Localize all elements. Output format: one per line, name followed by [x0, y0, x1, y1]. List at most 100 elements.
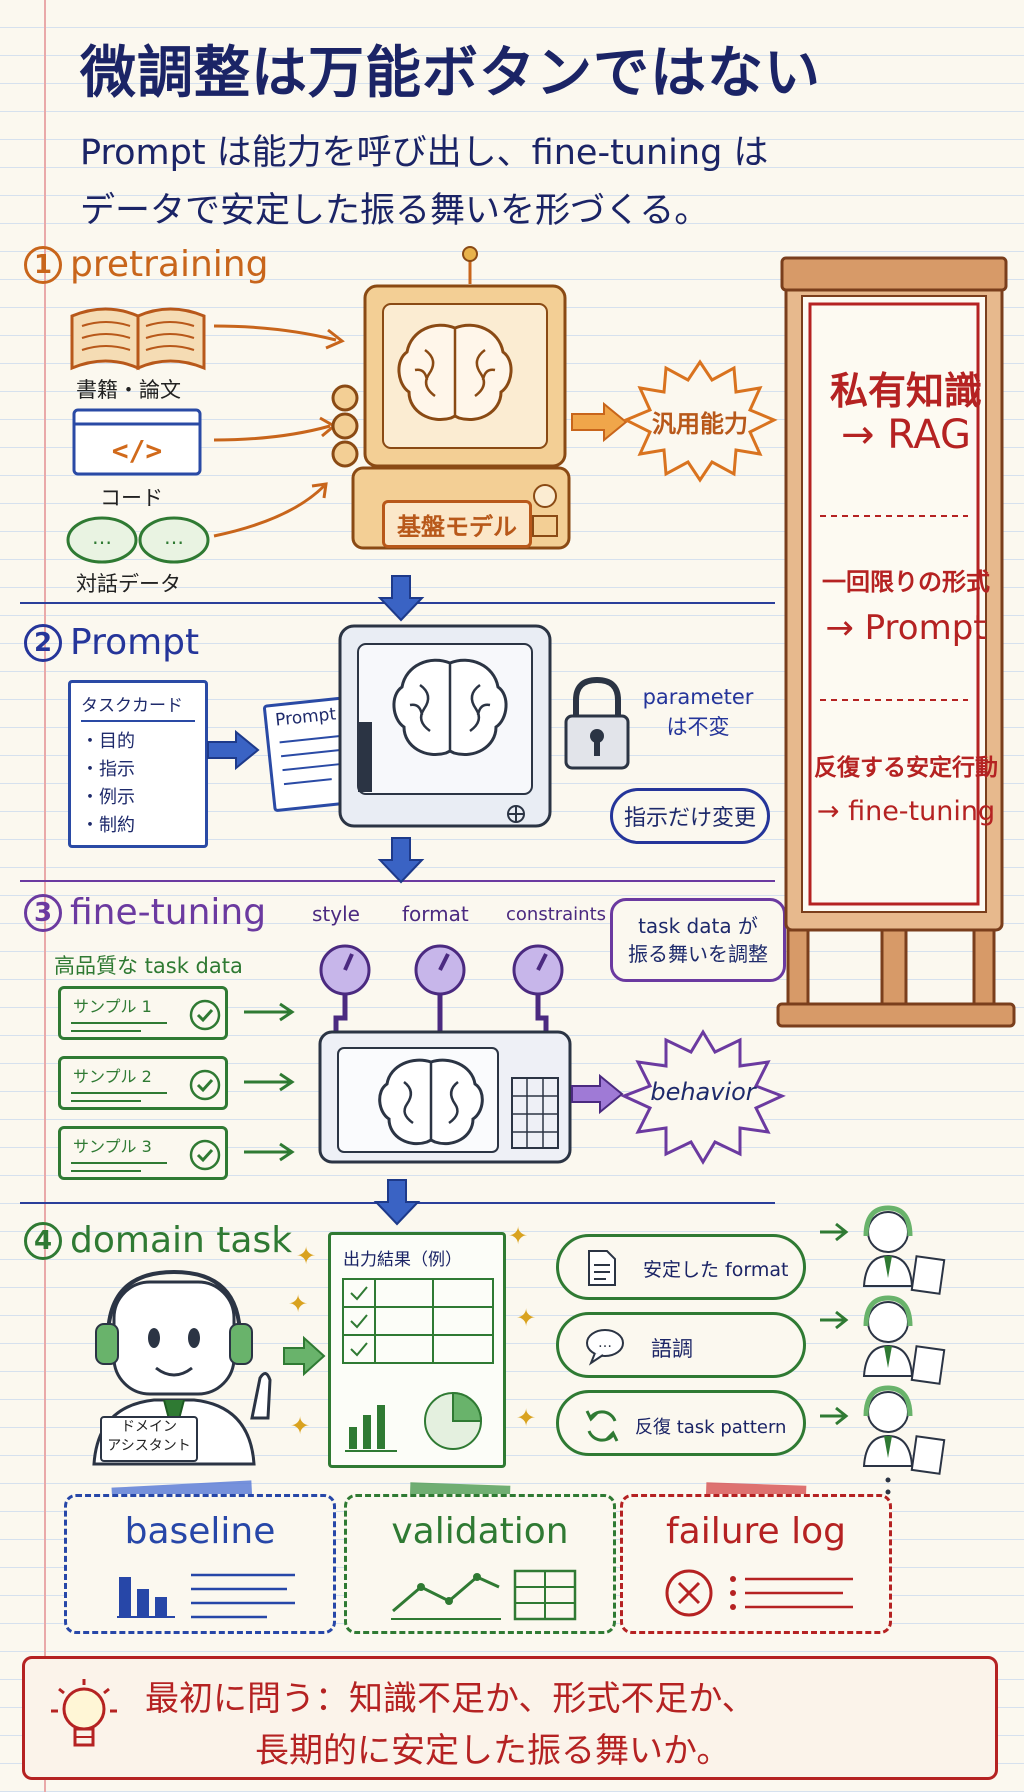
cycle-icon [585, 1410, 619, 1442]
task-data-label: 高品質な task data [54, 954, 243, 978]
section3-title: fine-tuning [70, 892, 267, 933]
task-card-item: ・指示 [81, 759, 135, 780]
behavior-label: behavior [650, 1078, 756, 1106]
section1-title: pretraining [70, 244, 269, 285]
output-tone-label: 語調 [651, 1337, 693, 1361]
bar-chart-icon [345, 1405, 397, 1452]
sparkle-icon: ✦ [288, 1290, 309, 1318]
knob-label-format: format [402, 902, 469, 926]
failure-log-tag-label: failure log [665, 1511, 847, 1552]
source-code-label: コード [100, 486, 163, 510]
source-books-label: 書籍・論文 [76, 378, 181, 402]
base-model-label: 基盤モデル [382, 500, 532, 548]
output-format-bubble: 安定した format [556, 1234, 806, 1300]
validation-tag: validation [344, 1494, 616, 1634]
parameter-note-line1: parameter [642, 685, 754, 709]
check-icon [189, 1069, 221, 1101]
section4-input-arrow [283, 1335, 326, 1377]
knob-icon [512, 944, 564, 1032]
knob-label-style: style [312, 902, 360, 926]
sparkle-icon: ✦ [516, 1404, 537, 1432]
flow-arrow-2 [377, 837, 425, 884]
robot-assistant-icon [862, 1385, 946, 1475]
parameter-note: parameter は不変 [638, 682, 758, 742]
output-format-label: 安定した format [643, 1259, 789, 1281]
lightbulb-icon [51, 1679, 117, 1747]
sparkle-icon: ✦ [290, 1412, 311, 1440]
task-card-title: タスクカード [81, 696, 183, 716]
brain-icon [378, 1058, 484, 1145]
document-icon [588, 1250, 616, 1286]
section4-heading: 4 domain task [24, 1220, 292, 1261]
task-data-note: task data が 振る舞いを調整 [610, 898, 786, 982]
sample-label: サンプル 1 [73, 997, 152, 1016]
knob-icon [319, 944, 371, 1032]
section1-output-arrow [571, 401, 628, 443]
sample-arrows [244, 1002, 295, 1162]
section1-heading: 1 pretraining [24, 244, 268, 285]
section4-title: domain task [70, 1220, 293, 1261]
output-tone-bubble: … 語調 [556, 1312, 806, 1378]
check-icon [189, 999, 221, 1031]
knob-icon [414, 944, 466, 1032]
failure-log-tag: failure log [620, 1494, 892, 1634]
signboard-frame [776, 256, 1016, 1028]
svg-text:…: … [598, 1335, 612, 1351]
sparkle-icon: ✦ [296, 1242, 317, 1270]
section2-input-arrow [207, 729, 260, 771]
baseline-tag-label: baseline [124, 1511, 276, 1552]
chat-bubbles-icon: … … [66, 516, 210, 564]
source-dialog-label: 対話データ [76, 572, 181, 596]
general-ability-burst [622, 359, 778, 483]
section-divider-2 [20, 880, 775, 882]
section4-number: 4 [24, 1221, 62, 1260]
pie-icon [424, 1391, 483, 1450]
sign-item-1-line1: 私有知識 [829, 369, 982, 413]
sign-item-1-line2: → RAG [840, 412, 972, 458]
result-sheet-title: 出力結果（例） [343, 1250, 462, 1270]
sign-item-2-line2: → Prompt [825, 608, 987, 648]
subtitle-line2: データで安定した振る舞いを形づくる。 [80, 191, 710, 231]
task-card-item: ・制約 [81, 815, 135, 836]
output-pattern-bubble: 反復 task pattern [556, 1390, 806, 1456]
brain-icon [397, 323, 513, 421]
section3-number: 3 [24, 893, 62, 932]
result-sheet: 出力結果（例） [328, 1232, 506, 1468]
lock-icon [564, 676, 630, 770]
assistant-replicas [820, 1205, 946, 1507]
code-window-icon: </> [72, 408, 202, 476]
sparkle-icon: ✦ [508, 1222, 529, 1250]
sample-lines [71, 1022, 167, 1032]
prompt-document: Prompt [262, 695, 362, 813]
sample-card-3: サンプル 3 [58, 1126, 228, 1180]
line-chart-icon [391, 1569, 577, 1621]
footer-line2: 長期的に安定した振る舞いか。 [255, 1731, 731, 1771]
assistant-badge-line1: ドメイン [121, 1419, 177, 1435]
section3-output-arrow [571, 1073, 624, 1115]
signboard: 私有知識 → RAG 一回限りの形式 → Prompt 反復する安定行動 → f… [802, 296, 1010, 926]
error-x-icon [665, 1569, 853, 1617]
flow-arrow-3 [373, 1179, 421, 1226]
sample-lines [71, 1162, 167, 1172]
sign-item-3-line2: → fine-tuning [816, 796, 996, 827]
general-ability-label: 汎用能力 [652, 410, 748, 438]
sign-item-2-line1: 一回限りの形式 [822, 568, 990, 596]
brain-icon [392, 658, 508, 756]
bar-chart-icon [117, 1573, 295, 1619]
parameter-note-line2: は不変 [666, 715, 730, 739]
svg-text:…: … [92, 525, 112, 549]
assistant-badge: ドメイン アシスタント [100, 1416, 198, 1462]
validation-tag-label: validation [391, 1511, 569, 1552]
sample-label: サンプル 2 [73, 1067, 152, 1086]
sample-label: サンプル 3 [73, 1137, 152, 1156]
speech-icon: … [586, 1329, 624, 1366]
svg-text:…: … [164, 525, 184, 549]
check-icon [189, 1139, 221, 1171]
sample-card-2: サンプル 2 [58, 1056, 228, 1110]
flow-arrow-1 [377, 575, 425, 622]
book-icon [70, 307, 206, 371]
knob-label-constraints: constraints [506, 904, 607, 925]
footer-line1: 最初に問う：知識不足か、形式不足か、 [145, 1679, 756, 1719]
task-data-note-line2: 振る舞いを調整 [628, 942, 768, 966]
task-card-item: ・目的 [81, 731, 135, 752]
